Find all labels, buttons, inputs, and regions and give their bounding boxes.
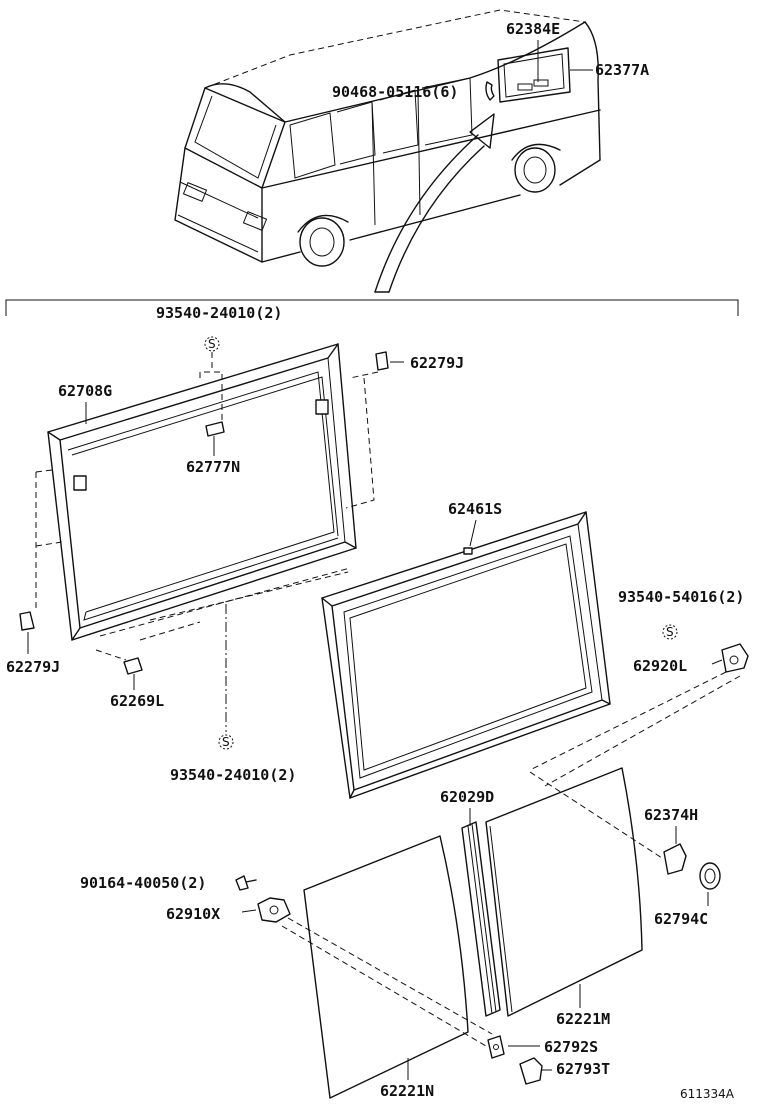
screw-symbol-bottom: S 93540-24010(2)	[170, 604, 296, 784]
svg-text:90164-40050(2): 90164-40050(2)	[80, 874, 206, 892]
knob-62374H: 62374H	[529, 771, 698, 875]
label-62708G: 62708G	[58, 382, 112, 424]
svg-text:62377A: 62377A	[595, 61, 649, 79]
window-frame-62708G	[47, 343, 357, 641]
svg-text:S: S	[208, 337, 216, 351]
svg-text:62461S: 62461S	[448, 500, 502, 518]
label-62029D: 62029D	[440, 788, 494, 826]
van-illustration	[174, 9, 601, 293]
svg-text:62374H: 62374H	[644, 806, 698, 824]
svg-text:62279J: 62279J	[410, 354, 464, 372]
svg-text:62029D: 62029D	[440, 788, 494, 806]
svg-text:62793T: 62793T	[556, 1060, 610, 1078]
label-90468-05116: 90468-05116(6)	[332, 83, 458, 101]
glass-62221N	[303, 835, 469, 1099]
svg-text:62269L: 62269L	[110, 692, 164, 710]
svg-text:62910X: 62910X	[166, 905, 220, 923]
clip-62792S: 62792S	[487, 1035, 598, 1059]
bolt-90164-40050: 90164-40050(2)	[80, 874, 257, 892]
label-62221N: 62221N	[380, 1058, 434, 1100]
channel-62029D	[461, 821, 501, 1017]
svg-text:93540-24010(2): 93540-24010(2)	[156, 304, 282, 322]
svg-text:S: S	[666, 625, 674, 639]
window-frame-62461S	[321, 511, 611, 799]
label-62461S: 62461S	[448, 500, 502, 547]
svg-text:90468-05116(6): 90468-05116(6)	[332, 83, 458, 101]
label-62377A: 62377A	[570, 61, 649, 79]
clip-62279J-top: 62279J	[345, 351, 464, 509]
clip-62279J-bottom: 62279J	[6, 469, 63, 676]
glass-62221M	[485, 767, 643, 1017]
pad-62269L: 62269L	[95, 567, 351, 710]
label-62777N: 62777N	[186, 436, 240, 476]
svg-text:62708G: 62708G	[58, 382, 112, 400]
screw-symbol-right: 93540-54016(2) S	[618, 588, 744, 640]
svg-text:S: S	[222, 735, 230, 749]
svg-text:62279J: 62279J	[6, 658, 60, 676]
svg-text:62384E: 62384E	[506, 20, 560, 38]
latch-62920L: 62920L	[529, 643, 749, 787]
label-62384E: 62384E	[506, 20, 560, 82]
cap-62793T: 62793T	[519, 1057, 610, 1085]
section-bracket	[5, 299, 739, 316]
label-62221M: 62221M	[556, 984, 610, 1028]
ring-62794C: 62794C	[654, 862, 721, 928]
svg-text:62794C: 62794C	[654, 910, 708, 928]
svg-text:62792S: 62792S	[544, 1038, 598, 1056]
svg-text:93540-54016(2): 93540-54016(2)	[618, 588, 744, 606]
diagram-code: 611334A	[680, 1087, 735, 1101]
svg-text:62920L: 62920L	[633, 657, 687, 675]
latch-62910X: 62910X	[166, 897, 493, 1047]
svg-text:93540-24010(2): 93540-24010(2)	[170, 766, 296, 784]
svg-text:62221N: 62221N	[380, 1082, 434, 1100]
svg-text:62221M: 62221M	[556, 1010, 610, 1028]
screw-symbol-top: 93540-24010(2) S	[156, 304, 282, 422]
svg-text:62777N: 62777N	[186, 458, 240, 476]
